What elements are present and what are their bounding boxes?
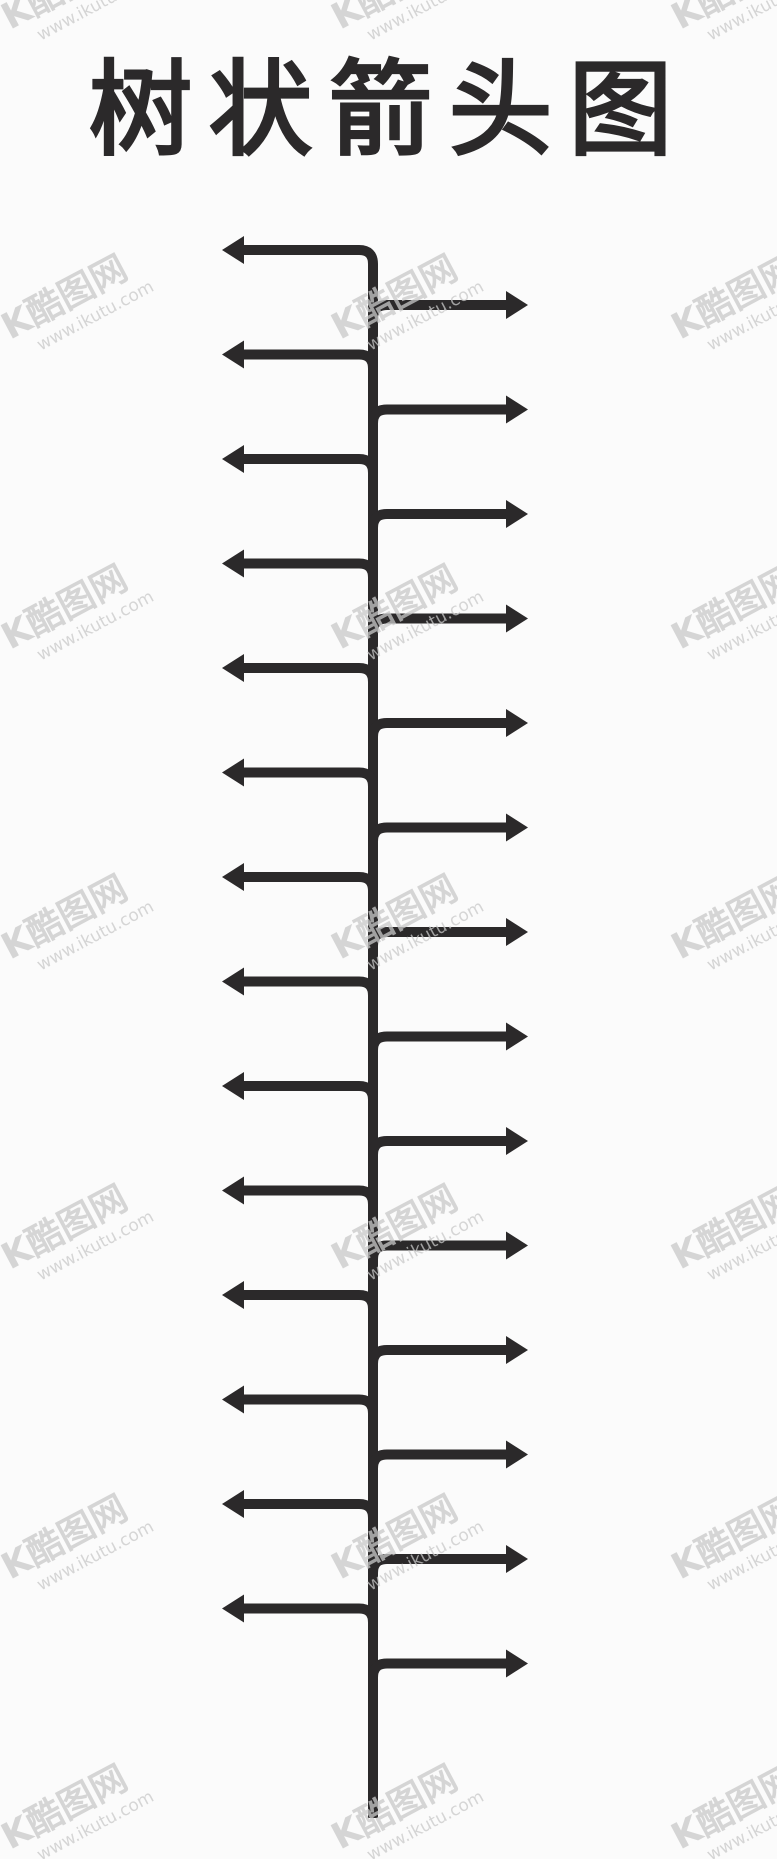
- left-branch-arrow: [222, 967, 378, 1022]
- right-branch-arrow: [368, 1649, 528, 1704]
- diagram-title: 树状箭头图: [88, 49, 689, 171]
- left-branch-line: [242, 1290, 378, 1335]
- left-arrowhead: [222, 863, 244, 891]
- right-branch-arrow: [368, 918, 528, 972]
- right-branch-line: [368, 509, 508, 554]
- right-arrowhead: [506, 1649, 528, 1678]
- left-branch-line: [242, 349, 378, 395]
- left-branch-line: [242, 976, 378, 1022]
- left-branch-line: [242, 872, 378, 917]
- left-branch-arrow: [222, 863, 378, 917]
- right-branch-arrow: [368, 813, 528, 868]
- right-branch-line: [368, 1554, 508, 1599]
- left-arrowhead: [222, 549, 244, 578]
- right-branch-line: [368, 1240, 508, 1286]
- left-branch-arrow: [222, 445, 378, 499]
- left-branch-line: [242, 1499, 378, 1544]
- left-arrowhead: [222, 967, 244, 996]
- left-branch-line: [242, 663, 378, 708]
- left-branch-line: [242, 558, 378, 604]
- left-branch-arrow: [222, 340, 378, 395]
- right-branch-arrow: [368, 395, 528, 450]
- left-arrowhead: [222, 340, 244, 369]
- right-branch-arrow: [368, 709, 528, 763]
- left-arrowhead: [222, 654, 244, 682]
- right-branch-arrow: [368, 1545, 528, 1599]
- left-branch-arrow: [222, 1072, 378, 1126]
- right-branch-arrow: [368, 1336, 528, 1390]
- left-branch-arrow: [222, 1176, 378, 1231]
- right-branch-line: [368, 300, 508, 345]
- left-arrowhead: [222, 758, 244, 787]
- right-arrowhead: [506, 604, 528, 633]
- right-branch-line: [368, 1136, 508, 1181]
- right-branch-arrow: [368, 604, 528, 659]
- right-branch-line: [368, 1449, 508, 1495]
- right-branch-line: [368, 1345, 508, 1390]
- right-arrowhead: [506, 918, 528, 946]
- right-arrowhead: [506, 1127, 528, 1155]
- left-branch-line: [242, 1394, 378, 1440]
- left-arrowhead: [222, 1176, 244, 1205]
- left-arrowhead: [222, 1072, 244, 1100]
- left-branch-arrow: [222, 1490, 378, 1544]
- left-arrowhead: [222, 1490, 244, 1518]
- right-branch-arrow: [368, 1231, 528, 1286]
- right-arrowhead: [506, 1336, 528, 1364]
- left-branch-arrow: [222, 1281, 378, 1335]
- right-branch-line: [368, 404, 508, 450]
- left-arrowhead: [222, 1594, 244, 1623]
- left-branch-arrow: [222, 549, 378, 604]
- left-branch-line: [242, 245, 378, 290]
- right-arrowhead: [506, 395, 528, 424]
- right-arrowhead: [506, 1231, 528, 1260]
- left-branch-line: [242, 1081, 378, 1126]
- right-arrowhead: [506, 709, 528, 737]
- left-arrowhead: [222, 236, 244, 264]
- left-arrowhead: [222, 1281, 244, 1309]
- right-arrowhead: [506, 1440, 528, 1469]
- right-branch-line: [368, 1031, 508, 1077]
- left-branch-line: [242, 1185, 378, 1231]
- right-arrowhead: [506, 1022, 528, 1051]
- right-branch-line: [368, 927, 508, 972]
- right-arrowhead: [506, 500, 528, 528]
- right-arrowhead: [506, 291, 528, 319]
- left-branch-arrow: [222, 1594, 378, 1649]
- right-branch-line: [368, 822, 508, 868]
- left-branch-line: [242, 454, 378, 499]
- right-arrowhead: [506, 813, 528, 842]
- left-branch-line: [242, 1603, 378, 1649]
- right-branch-arrow: [368, 1440, 528, 1495]
- right-branch-arrow: [368, 1022, 528, 1077]
- left-branch-arrow: [222, 236, 378, 290]
- right-branch-line: [368, 613, 508, 659]
- right-branch-line: [368, 718, 508, 763]
- right-branch-line: [368, 1658, 508, 1704]
- left-branch-arrow: [222, 1385, 378, 1440]
- left-branch-arrow: [222, 758, 378, 813]
- left-arrowhead: [222, 1385, 244, 1414]
- left-branch-arrow: [222, 654, 378, 708]
- right-arrowhead: [506, 1545, 528, 1573]
- left-arrowhead: [222, 445, 244, 473]
- right-branch-arrow: [368, 291, 528, 345]
- right-branch-arrow: [368, 500, 528, 554]
- left-branch-line: [242, 767, 378, 813]
- right-branch-arrow: [368, 1127, 528, 1181]
